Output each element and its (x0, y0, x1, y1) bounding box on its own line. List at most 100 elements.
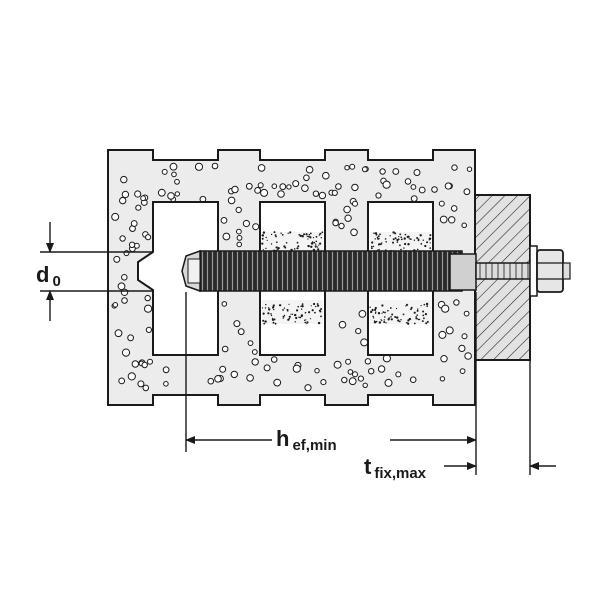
aggregate-dot (251, 349, 258, 355)
aggregate-dot (118, 377, 126, 385)
aggregate-dot (194, 162, 204, 171)
aggregate-dot (322, 171, 330, 180)
mortar-speck (310, 305, 312, 307)
mortar-speck (311, 309, 314, 312)
mortar-speck (309, 318, 312, 320)
mortar-speck (320, 315, 322, 318)
mortar-speck (276, 241, 278, 243)
aggregate-dot (128, 241, 136, 249)
mortar-speck (262, 249, 264, 251)
mortar-speck (280, 232, 282, 234)
mortar-speck (265, 303, 267, 306)
mortar-speck (303, 319, 306, 321)
mortar-speck (301, 305, 304, 308)
aggregate-texture (111, 162, 473, 392)
aggregate-dot (450, 205, 458, 212)
aggregate-dot (171, 171, 177, 178)
mortar-speck (301, 303, 304, 305)
threaded-rod (475, 262, 537, 280)
mortar-speck (270, 233, 273, 236)
mortar-speck (407, 322, 410, 325)
aggregate-dot (461, 222, 468, 229)
aggregate-dot (211, 162, 219, 170)
aggregate-dot (410, 184, 417, 190)
mortar-speck (410, 308, 412, 311)
aggregate-dot (431, 186, 438, 193)
aggregate-dot (335, 183, 342, 190)
aggregate-dot (352, 200, 358, 207)
aggregate-dot (453, 299, 460, 306)
mortar-speck (420, 243, 423, 245)
mortar-speck (270, 313, 272, 315)
aggregate-dot (251, 358, 259, 366)
mortar-speck (410, 306, 413, 309)
aggregate-dot (169, 162, 178, 171)
aggregate-dot (214, 375, 222, 383)
mortar-speck (429, 234, 432, 237)
aggregate-dot (236, 241, 242, 248)
mortar-speck (408, 317, 412, 321)
mortar-speck (318, 234, 321, 236)
mortar-speck (285, 242, 288, 244)
mortar-speck (262, 231, 266, 234)
mortar-speck (293, 248, 296, 250)
mortar-speck (378, 321, 382, 324)
mortar-speck (423, 317, 425, 320)
mortar-speck (304, 311, 307, 314)
mortar-speck (264, 307, 267, 309)
washer (529, 245, 538, 297)
mortar-speck (392, 231, 395, 234)
aggregate-dot (221, 301, 228, 307)
aggregate-dot (127, 334, 135, 342)
mortar-speck (424, 244, 427, 248)
mortar-speck (374, 232, 378, 235)
mortar-speck (262, 319, 265, 322)
mortar-speck (371, 308, 374, 312)
mortar-speck (372, 245, 375, 248)
aggregate-dot (343, 205, 351, 214)
mortar-speck (425, 322, 428, 325)
mortar-speck (305, 319, 307, 321)
aggregate-dot (221, 345, 229, 353)
mortar-speck (307, 238, 309, 240)
mortar-speck (315, 240, 318, 243)
mortar-speck (429, 247, 432, 249)
aggregate-dot (439, 376, 446, 382)
mortar-speck (370, 310, 373, 314)
mortar-speck (271, 317, 274, 319)
mortar-speck (313, 302, 316, 306)
mortar-speck (281, 234, 284, 236)
mortar-speck (413, 311, 416, 314)
mortar-speck (270, 314, 273, 317)
mortar-speck (315, 243, 317, 245)
aggregate-dot (375, 192, 382, 199)
aggregate-dot (344, 165, 350, 171)
aggregate-dot (368, 368, 375, 375)
mortar-speck (385, 322, 387, 324)
mortar-speck (403, 237, 406, 240)
aggregate-dot (119, 235, 126, 242)
aggregate-dot (351, 183, 359, 192)
mortar-speck (398, 236, 400, 238)
mortar-speck (429, 242, 431, 244)
aggregate-dot (382, 180, 391, 189)
aggregate-dot (439, 215, 448, 224)
mortar-speck (306, 321, 309, 324)
aggregate-dot (459, 368, 466, 375)
mortar-speck (274, 322, 277, 325)
mortar-speck (374, 312, 377, 314)
mortar-speck (406, 304, 409, 306)
aggregate-dot (257, 164, 266, 172)
mortar-speck (288, 303, 290, 305)
aggregate-dot (273, 378, 282, 387)
mortar-speck (272, 306, 275, 309)
mortar-speck (275, 246, 278, 249)
aggregate-dot (121, 348, 131, 357)
mortar-speck (371, 241, 374, 244)
mortar-speck (394, 316, 397, 318)
aggregate-dot (384, 378, 393, 387)
mortar-speck (261, 237, 264, 240)
aggregate-dot (332, 219, 339, 227)
